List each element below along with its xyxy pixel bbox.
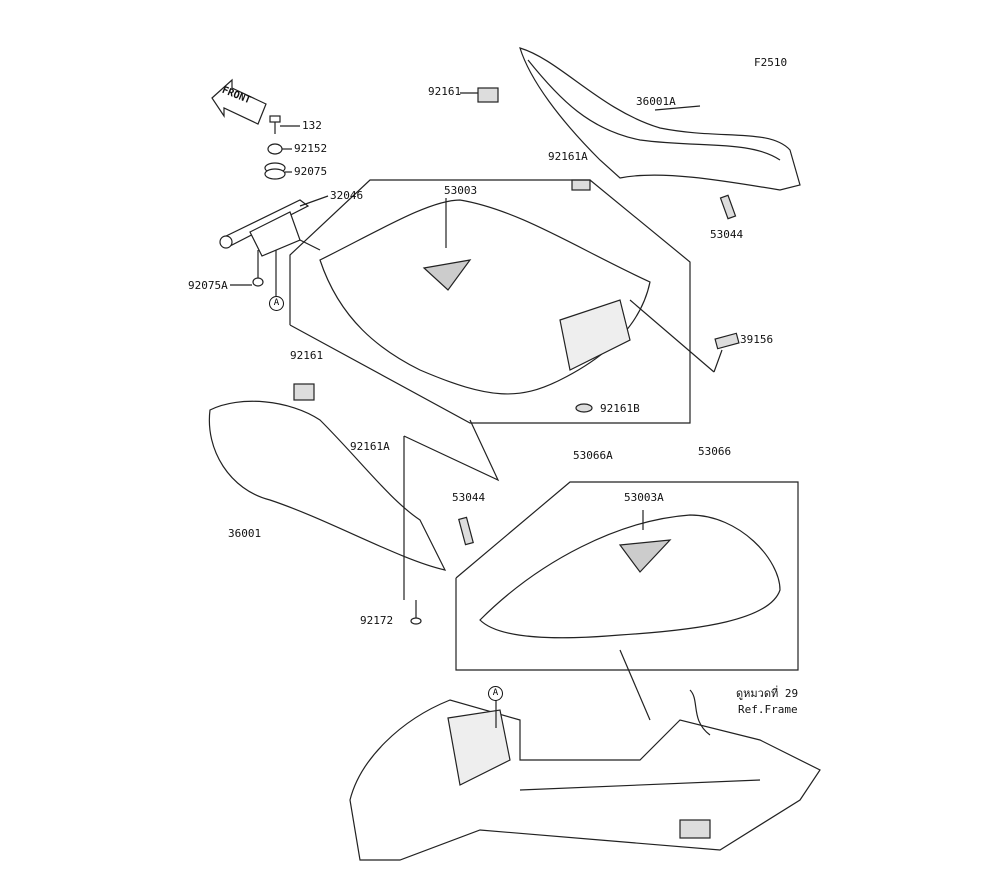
part-label[interactable]: 92161A xyxy=(548,150,588,163)
part-label[interactable]: 92075 xyxy=(294,165,328,178)
part-label[interactable]: 53003 xyxy=(444,184,478,197)
part-label[interactable]: 32046 xyxy=(330,189,364,202)
bracket-32046 xyxy=(219,195,329,296)
part-label[interactable]: 92161B xyxy=(600,402,640,415)
seat-53066 xyxy=(455,481,799,721)
part-label[interactable]: 92172 xyxy=(360,614,394,627)
part-label[interactable]: 53044 xyxy=(710,228,744,241)
part-label[interactable]: 92152 xyxy=(294,142,328,155)
front-arrow-icon xyxy=(211,78,267,125)
reference-mark-a: A xyxy=(269,296,284,311)
figure-code: F2510 xyxy=(754,56,788,69)
part-label[interactable]: 92161A xyxy=(350,440,390,453)
part-label[interactable]: 92161 xyxy=(428,85,462,98)
part-label[interactable]: 36001A xyxy=(636,95,676,108)
frame xyxy=(349,689,821,861)
side-cover-36001 xyxy=(208,383,500,625)
part-label[interactable]: 39156 xyxy=(740,333,774,346)
ref-note-thai: ดูหมวดที่ 29 xyxy=(736,687,799,700)
part-label[interactable]: 53066 xyxy=(698,445,732,458)
part-label[interactable]: 53066A xyxy=(573,449,613,462)
side-cover-36001A xyxy=(460,47,801,220)
bolt-132 xyxy=(269,115,300,134)
collar-92152 xyxy=(267,143,292,155)
part-label[interactable]: 36001 xyxy=(228,527,262,540)
seat-53066A xyxy=(289,179,740,424)
part-label[interactable]: 92161 xyxy=(290,349,324,362)
ref-note-frame[interactable]: Ref.Frame xyxy=(738,703,798,716)
grommet-92075 xyxy=(264,162,292,180)
part-label[interactable]: 53044 xyxy=(452,491,486,504)
part-label[interactable]: 92075A xyxy=(188,279,228,292)
part-label[interactable]: 53003A xyxy=(624,491,664,504)
reference-mark-a: A xyxy=(488,686,503,701)
part-label[interactable]: 132 xyxy=(302,119,322,132)
